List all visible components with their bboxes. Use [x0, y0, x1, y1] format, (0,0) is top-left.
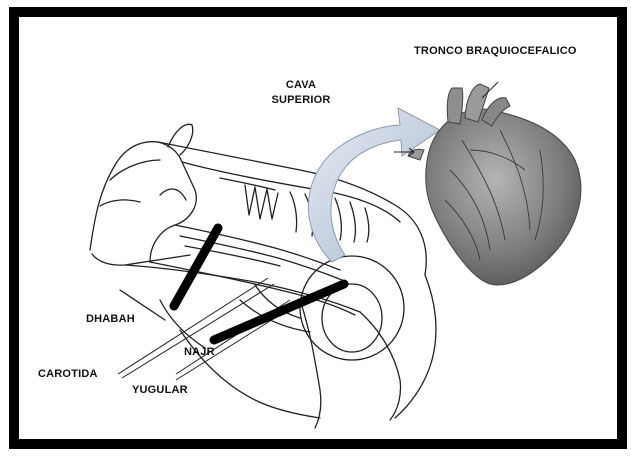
label-najr: NAJR: [184, 346, 215, 358]
label-dhabah: DHABAH: [86, 313, 135, 325]
label-cava-line1: CAVA: [258, 79, 344, 91]
label-yugular: YUGULAR: [132, 384, 188, 396]
label-cava-line2: SUPERIOR: [258, 94, 344, 106]
label-carotida: CAROTIDA: [38, 368, 98, 380]
label-cava-superior: CAVA SUPERIOR: [258, 79, 344, 106]
label-tronco-braquiocefalico: TRONCO BRAQUIOCEFALICO: [414, 45, 577, 57]
